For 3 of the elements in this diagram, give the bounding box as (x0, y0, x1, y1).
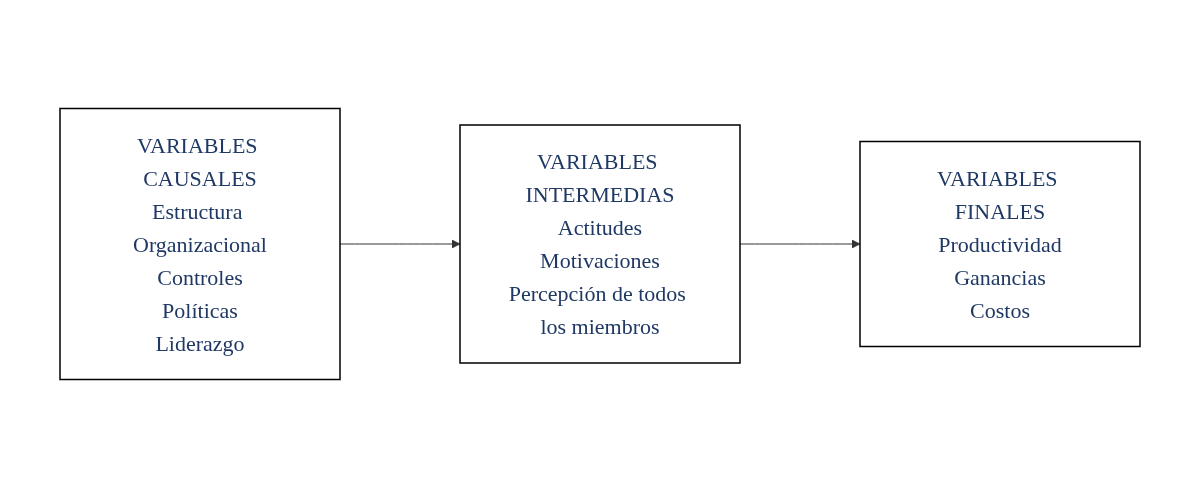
node-box: VARIABLES CAUSALES Estructura Organizacional Controles Políticas Liderazgo (59, 107, 341, 380)
node-box: VARIABLES INTERMEDIAS Actitudes Motivaciones Percepción de todos los miembros (459, 123, 741, 364)
node-box: VARIABLES FINALES Productividad Ganancias Costos (859, 140, 1141, 347)
